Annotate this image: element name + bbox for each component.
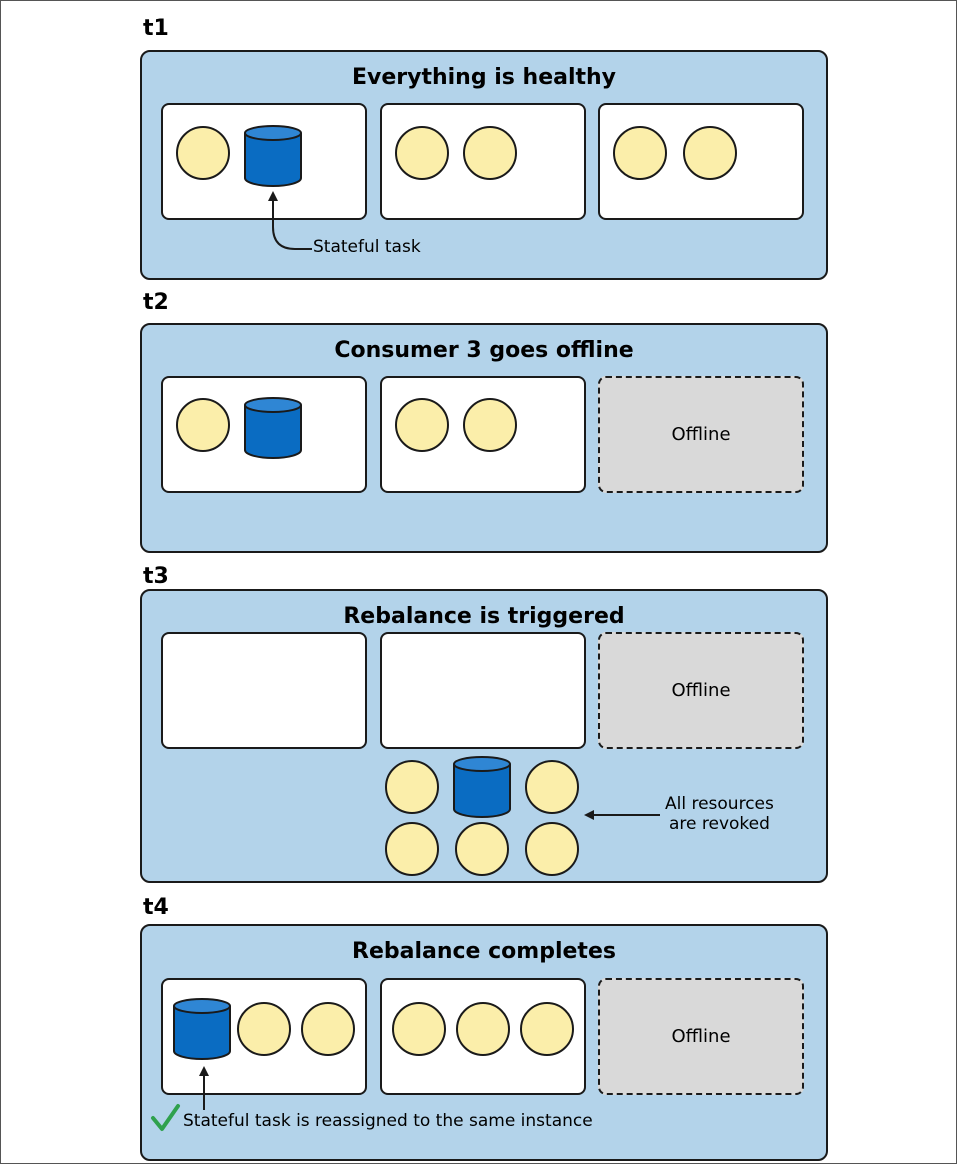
task-circle-icon [525,760,579,814]
stage-2-title: Consumer 3 goes offline [334,338,634,363]
stage-3-label: t3 [143,564,169,589]
revoked-annotation: All resources are revoked [665,794,774,834]
task-circle-icon [613,126,667,180]
database-icon [244,397,302,459]
task-circle-icon [385,760,439,814]
database-icon [453,756,511,818]
stage-4-title: Rebalance completes [352,939,616,964]
offline-label: Offline [671,1026,731,1047]
stateful-task-annotation: Stateful task [313,237,421,257]
database-icon [244,125,302,187]
database-icon [173,998,231,1060]
task-circle-icon [385,822,439,876]
stage-4-label: t4 [143,895,169,920]
stage-2-label: t2 [143,290,169,315]
stage-3-title: Rebalance is triggered [343,604,625,629]
consumer-1-box [161,632,367,749]
task-circle-icon [395,126,449,180]
task-circle-icon [683,126,737,180]
task-circle-icon [525,822,579,876]
task-circle-icon [463,126,517,180]
task-circle-icon [237,1002,291,1056]
task-circle-icon [392,1002,446,1056]
stage-1-label: t1 [143,16,169,41]
task-circle-icon [176,126,230,180]
task-circle-icon [520,1002,574,1056]
task-circle-icon [455,822,509,876]
offline-label: Offline [671,680,731,701]
task-circle-icon [463,398,517,452]
revoked-annotation-line1: All resources [665,794,774,814]
task-circle-icon [395,398,449,452]
consumer-3-offline-box: Offline [598,978,804,1095]
stage-1-title: Everything is healthy [351,65,617,90]
task-circle-icon [176,398,230,452]
reassigned-annotation: Stateful task is reassigned to the same … [183,1111,593,1131]
task-circle-icon [456,1002,510,1056]
consumer-3-offline-box: Offline [598,376,804,493]
consumer-2-box [380,632,586,749]
revoked-annotation-line2: are revoked [668,813,770,834]
consumer-3-offline-box: Offline [598,632,804,749]
offline-label: Offline [671,424,731,445]
task-circle-icon [301,1002,355,1056]
